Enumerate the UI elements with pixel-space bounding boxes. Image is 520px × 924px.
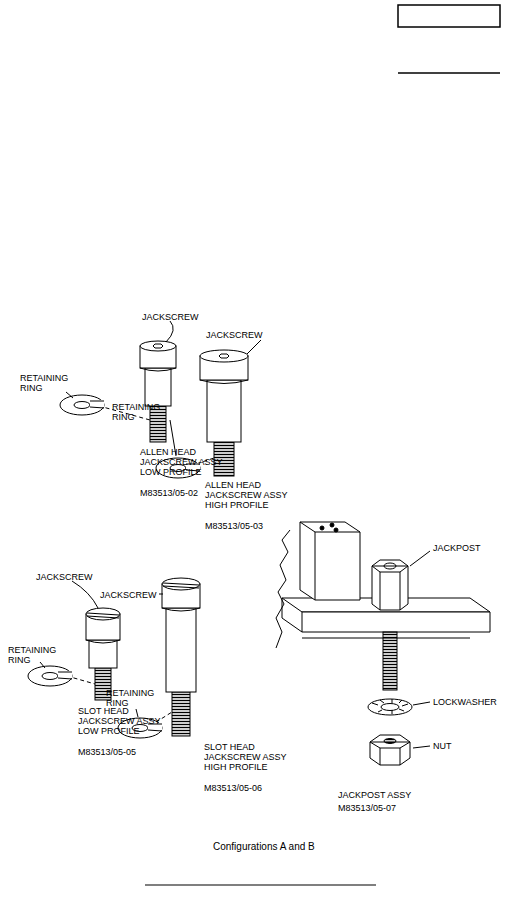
- part-number: M83513/05-07: [338, 803, 396, 813]
- part-label: JACKSCREW: [206, 330, 263, 340]
- part-label: JACKSCREW: [100, 590, 157, 600]
- part-number: M83513/05-03: [205, 521, 263, 531]
- part-label: SLOT HEAD JACKSCREW ASSY LOW PROFILE: [78, 706, 170, 736]
- part-label: RETAINING RING: [20, 373, 80, 393]
- part-label: RETAINING RING: [112, 402, 172, 422]
- part-label: JACKSCREW: [142, 312, 199, 322]
- part-label: ALLEN HEAD JACKSCREW ASSY LOW PROFILE: [140, 447, 232, 477]
- part-label: LOCKWASHER: [433, 697, 497, 707]
- part-number: M83513/05-05: [78, 747, 136, 757]
- figure-caption: Configurations A and B: [213, 841, 315, 853]
- part-label: RETAINING RING: [106, 688, 166, 708]
- part-label: JACKPOST ASSY: [338, 790, 411, 800]
- part-label: JACKSCREW: [36, 572, 93, 582]
- part-label: ALLEN HEAD JACKSCREW ASSY HIGH PROFILE: [205, 480, 297, 510]
- part-number: M83513/05-02: [140, 488, 198, 498]
- part-label: NUT: [433, 741, 452, 751]
- part-label: JACKPOST: [433, 543, 481, 553]
- part-number: M83513/05-06: [204, 783, 262, 793]
- part-label: SLOT HEAD JACKSCREW ASSY HIGH PROFILE: [204, 742, 296, 772]
- part-label: RETAINING RING: [8, 645, 68, 665]
